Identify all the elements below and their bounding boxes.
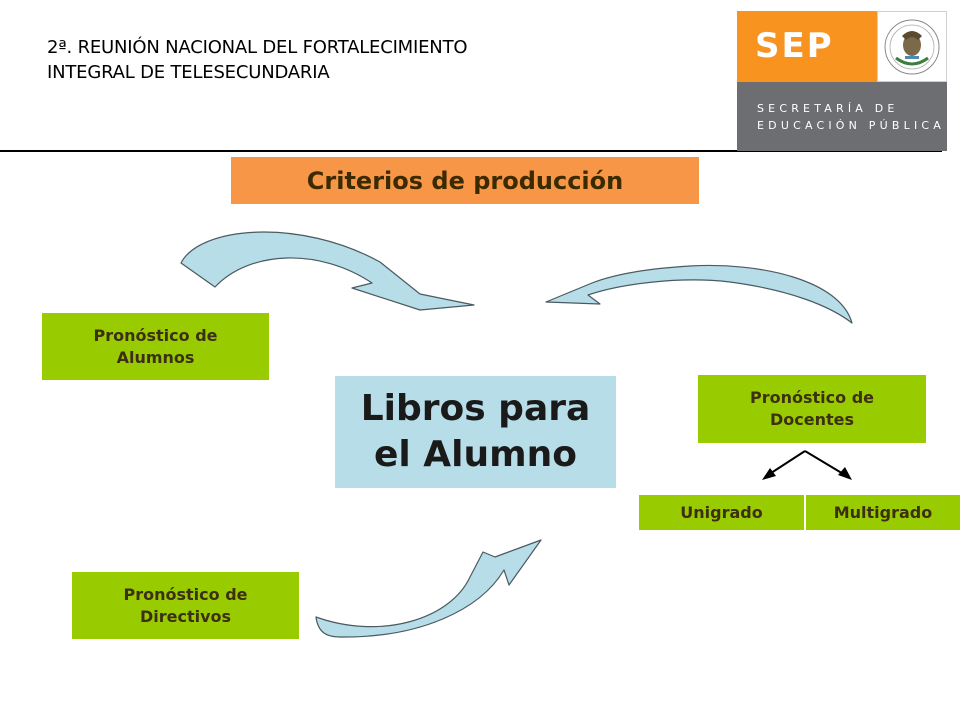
center-line1: Libros para [360, 388, 591, 429]
node-docentes-line1: Pronóstico de [750, 388, 874, 407]
node-alumnos-line1: Pronóstico de [93, 325, 218, 345]
node-pronostico-docentes: Pronóstico de Docentes [698, 375, 926, 443]
diagram-title: Criterios de producción [231, 157, 699, 204]
node-alumnos-line2: Alumnos [116, 347, 195, 367]
branch-connector [762, 450, 852, 480]
sep-logo: SEP SECRETARÍA DE EDUCACIÓN PÚBLICA [737, 11, 947, 151]
node-pronostico-alumnos: Pronóstico de Alumnos [42, 313, 269, 380]
node-directivos-line1: Pronóstico de [123, 584, 248, 604]
node-directivos-line2: Directivos [139, 606, 232, 626]
node-unigrado: Unigrado [639, 495, 804, 530]
center-line2: el Alumno [373, 434, 577, 475]
sep-caption-line2: EDUCACIÓN PÚBLICA [757, 119, 946, 132]
sep-caption: SECRETARÍA DE EDUCACIÓN PÚBLICA [737, 82, 947, 151]
arrow-alumnos-to-center [180, 231, 475, 311]
header-title: 2ª. REUNIÓN NACIONAL DEL FORTALECIMIENTO… [47, 35, 687, 85]
sep-caption-line1: SECRETARÍA DE [757, 102, 899, 115]
arrow-docentes-to-center [545, 264, 853, 324]
node-libros-alumno: Libros para el Alumno [335, 376, 616, 488]
sep-brand: SEP [737, 11, 877, 82]
header-divider [0, 150, 942, 152]
coat-of-arms-icon [877, 11, 947, 82]
header-title-line1: 2ª. REUNIÓN NACIONAL DEL FORTALECIMIENTO [47, 37, 468, 58]
node-docentes-line2: Docentes [769, 410, 855, 429]
node-pronostico-directivos: Pronóstico de Directivos [72, 572, 299, 639]
node-multigrado: Multigrado [806, 495, 960, 530]
header-title-line2: INTEGRAL DE TELESECUNDARIA [47, 62, 330, 83]
arrow-directivos-to-center [315, 539, 542, 638]
